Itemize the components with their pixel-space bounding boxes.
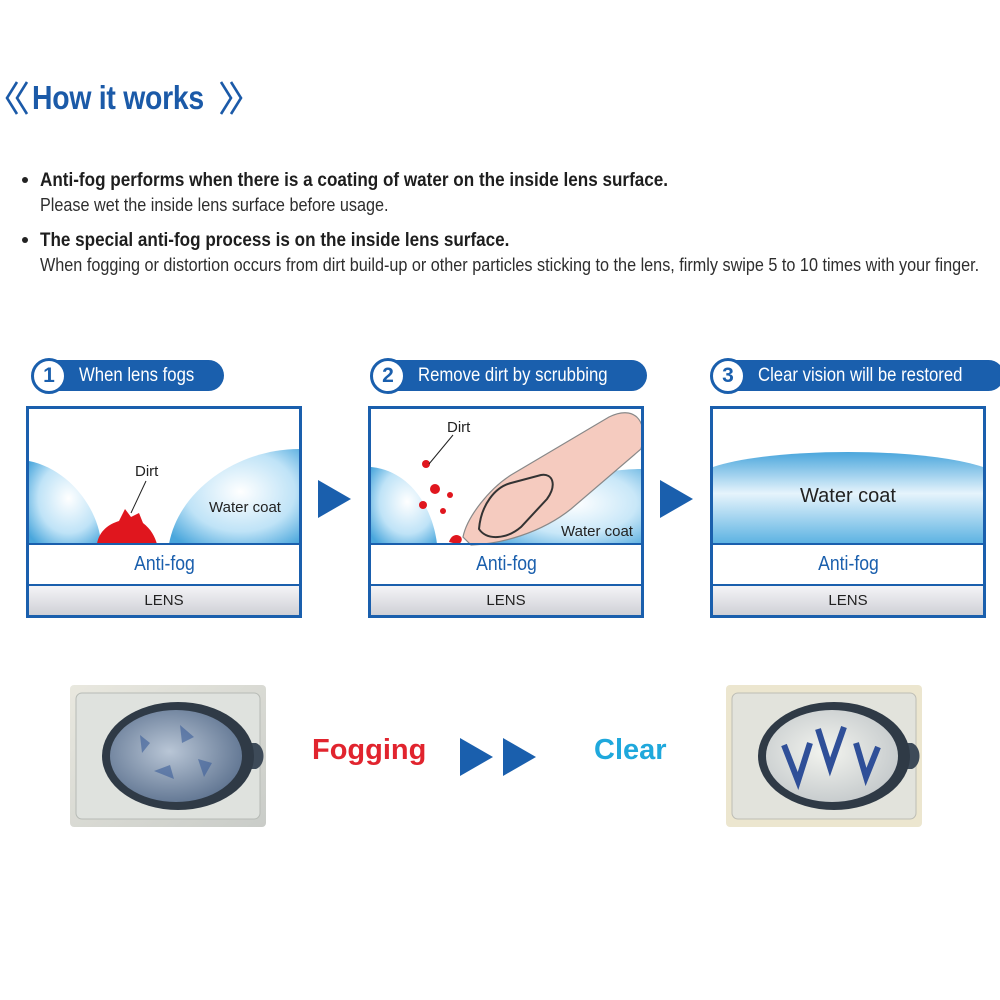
instructions-list: Anti-fog performs when there is a coatin… [20,168,995,288]
dirt-label: Dirt [447,419,471,436]
water-coat-label: Water coat [209,499,281,516]
bullet-icon [22,237,28,243]
lens-label: LENS [29,584,299,615]
scrub-illustration [371,412,641,546]
arrow-right-icon [503,738,536,776]
step-number: 3 [710,358,746,394]
anti-fog-label: Anti-fog [817,553,879,575]
goggle-image-clear [726,685,922,827]
diagram-panel-scrubbing: Dirt Water coat Anti-fog LENS [368,406,644,618]
arrow-right-icon [660,480,693,518]
bullet-body: Please wet the inside lens surface befor… [40,195,389,215]
fog-illustration [29,449,299,545]
goggle-image-fogging [70,685,266,827]
step-1-label: 1 When lens fogs [31,358,307,394]
bracket-left-icon [5,81,29,115]
list-item: Anti-fog performs when there is a coatin… [20,168,995,218]
clear-label: Clear [594,734,667,766]
page-title: How it works [4,76,244,120]
bullet-body: When fogging or distortion occurs from d… [40,255,980,275]
arrow-right-icon [460,738,493,776]
step-pill: Clear vision will be restored [720,360,1000,391]
fogging-label: Fogging [312,734,427,766]
water-coat-illustration [713,452,983,545]
water-coat-label: Water coat [800,485,896,507]
anti-fog-label: Anti-fog [133,553,195,575]
step-number: 1 [31,358,67,394]
step-pill: Remove dirt by scrubbing [380,360,648,391]
step-2-label: 2 Remove dirt by scrubbing [370,358,648,394]
lens-label: LENS [371,584,641,615]
bracket-right-icon [219,81,243,115]
list-item: The special anti-fog process is on the i… [20,228,995,278]
bullet-heading: The special anti-fog process is on the i… [40,230,510,251]
step-number: 2 [370,358,406,394]
step-pill: When lens fogs [41,360,224,391]
finger-icon [462,412,641,546]
step-3-label: 3 Clear vision will be restored [710,358,1000,394]
diagram-panel-restored: Water coat Anti-fog LENS [710,406,986,618]
water-coat-label: Water coat [561,523,633,540]
arrow-right-icon [318,480,351,518]
bullet-icon [22,177,28,183]
dirt-label: Dirt [135,463,159,480]
diagram-panel-fogging: Dirt Water coat Anti-fog LENS [26,406,302,618]
lens-label: LENS [713,584,983,615]
bullet-heading: Anti-fog performs when there is a coatin… [40,170,669,191]
title-text: How it works [32,79,204,116]
anti-fog-label: Anti-fog [475,553,537,575]
